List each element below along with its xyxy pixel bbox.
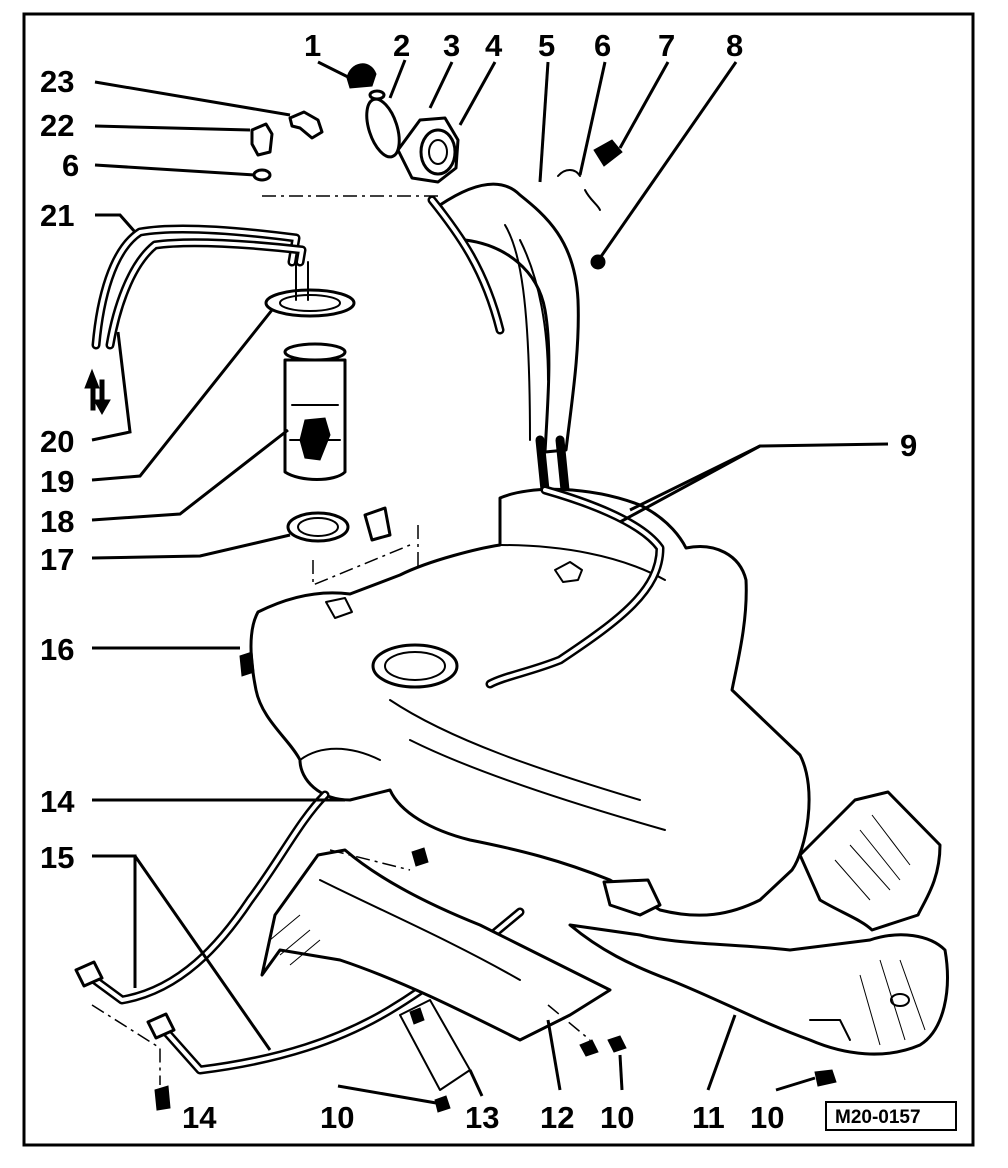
- tank-ridge-3: [499, 544, 666, 581]
- tank-mount-bush: [239, 651, 255, 677]
- callout-14-mid: 14: [40, 784, 75, 819]
- callout-8: 8: [726, 28, 743, 63]
- diagram-code-box: [825, 1101, 957, 1131]
- callout-18: 18: [40, 504, 74, 539]
- callout-2: 2: [393, 28, 410, 63]
- filler-neck-inner: [428, 139, 448, 165]
- cap-seal: [368, 89, 386, 101]
- strap-end-right: [146, 1012, 176, 1040]
- nut-lower: [434, 1095, 451, 1113]
- callout-10-right: 10: [750, 1100, 784, 1135]
- strap-bolt: [411, 847, 429, 867]
- callout-7: 7: [658, 28, 675, 63]
- small-connector-parts: [250, 110, 324, 182]
- vent-valve: [593, 139, 623, 167]
- hose-connector: [288, 110, 324, 140]
- alignment-line-pump: [312, 544, 411, 587]
- callout-23: 23: [40, 64, 74, 99]
- filler-twin-pipes: [535, 435, 570, 495]
- fuel-return-line: [105, 238, 307, 350]
- sender-float: [363, 506, 392, 542]
- filler-cap: [346, 63, 377, 89]
- heat-shield-hole: [890, 993, 910, 1007]
- callout-14-bottom: 14: [182, 1100, 217, 1135]
- clip-pair-a: [579, 1039, 599, 1057]
- callout-15: 15: [40, 840, 74, 875]
- pump-flange: [283, 342, 347, 362]
- flow-arrow-up: [84, 368, 100, 411]
- callout-19: 19: [40, 464, 74, 499]
- filler-neck-mouth: [419, 128, 457, 176]
- callout-6-top: 6: [594, 28, 611, 63]
- heat-shield: [568, 790, 949, 1087]
- flow-arrow-down: [93, 379, 111, 416]
- callout-1: 1: [304, 28, 321, 63]
- callout-22: 22: [40, 108, 74, 143]
- tank-hex-boss: [554, 561, 583, 583]
- bracket-nut: [409, 1007, 425, 1025]
- alignment-line-lower-3: [547, 1004, 591, 1041]
- alignment-line-lower-2: [91, 1004, 161, 1085]
- callout-3: 3: [443, 28, 460, 63]
- diagram-border: [22, 12, 975, 1147]
- callout-21: 21: [40, 198, 74, 233]
- fuel-tank: [239, 485, 811, 917]
- filler-pipe-ridge: [519, 239, 549, 381]
- tank-ridge-4: [299, 747, 381, 761]
- bolt-left: [154, 1085, 171, 1111]
- callout-20: 20: [40, 424, 74, 459]
- o-ring-small: [252, 168, 272, 182]
- callout-9: 9: [900, 428, 917, 463]
- heat-shield-lower: [568, 923, 949, 1056]
- callout-4: 4: [485, 28, 503, 63]
- quick-connector: [250, 122, 274, 157]
- callout-6-left: 6: [62, 148, 79, 183]
- callout-5: 5: [538, 28, 555, 63]
- callout-17: 17: [40, 542, 74, 577]
- strap-end-left: [74, 960, 104, 988]
- callout-12: 12: [540, 1100, 574, 1135]
- hose-clip: [557, 169, 601, 211]
- tank-shell: [249, 487, 811, 917]
- tank-connector: [325, 597, 353, 619]
- pump-internals: [299, 417, 331, 461]
- callout-11: 11: [692, 1100, 725, 1135]
- locking-ring: [264, 288, 356, 318]
- tank-bracket: [602, 878, 662, 917]
- callout-16: 16: [40, 632, 74, 667]
- nut-right: [814, 1069, 837, 1087]
- filler-pipe-ridge-2: [504, 224, 531, 441]
- fuel-pump-assembly: [84, 224, 392, 543]
- filler-pipe-body: [438, 182, 580, 454]
- tank-ridge-2: [409, 739, 666, 831]
- callout-10-left: 10: [320, 1100, 354, 1135]
- callout-10-mid: 10: [600, 1100, 634, 1135]
- alignment-line-lower-1: [329, 849, 411, 871]
- heat-shield-upper: [798, 790, 942, 932]
- diagram-code: M20-0157: [835, 1107, 921, 1128]
- lower-shield-plate: [260, 848, 612, 1042]
- tank-ridge-1: [389, 699, 641, 801]
- clip-pair-b: [607, 1035, 627, 1053]
- callout-labels: 1 2 3 4 5 6 7 8 23 22 6 21 20 19 18 17 1…: [40, 28, 917, 1135]
- leader-lines: [91, 59, 889, 1106]
- filler-neck-assembly: [346, 63, 623, 495]
- lower-shield: [154, 848, 627, 1113]
- callout-13: 13: [465, 1100, 499, 1135]
- fixing-screw: [590, 254, 606, 270]
